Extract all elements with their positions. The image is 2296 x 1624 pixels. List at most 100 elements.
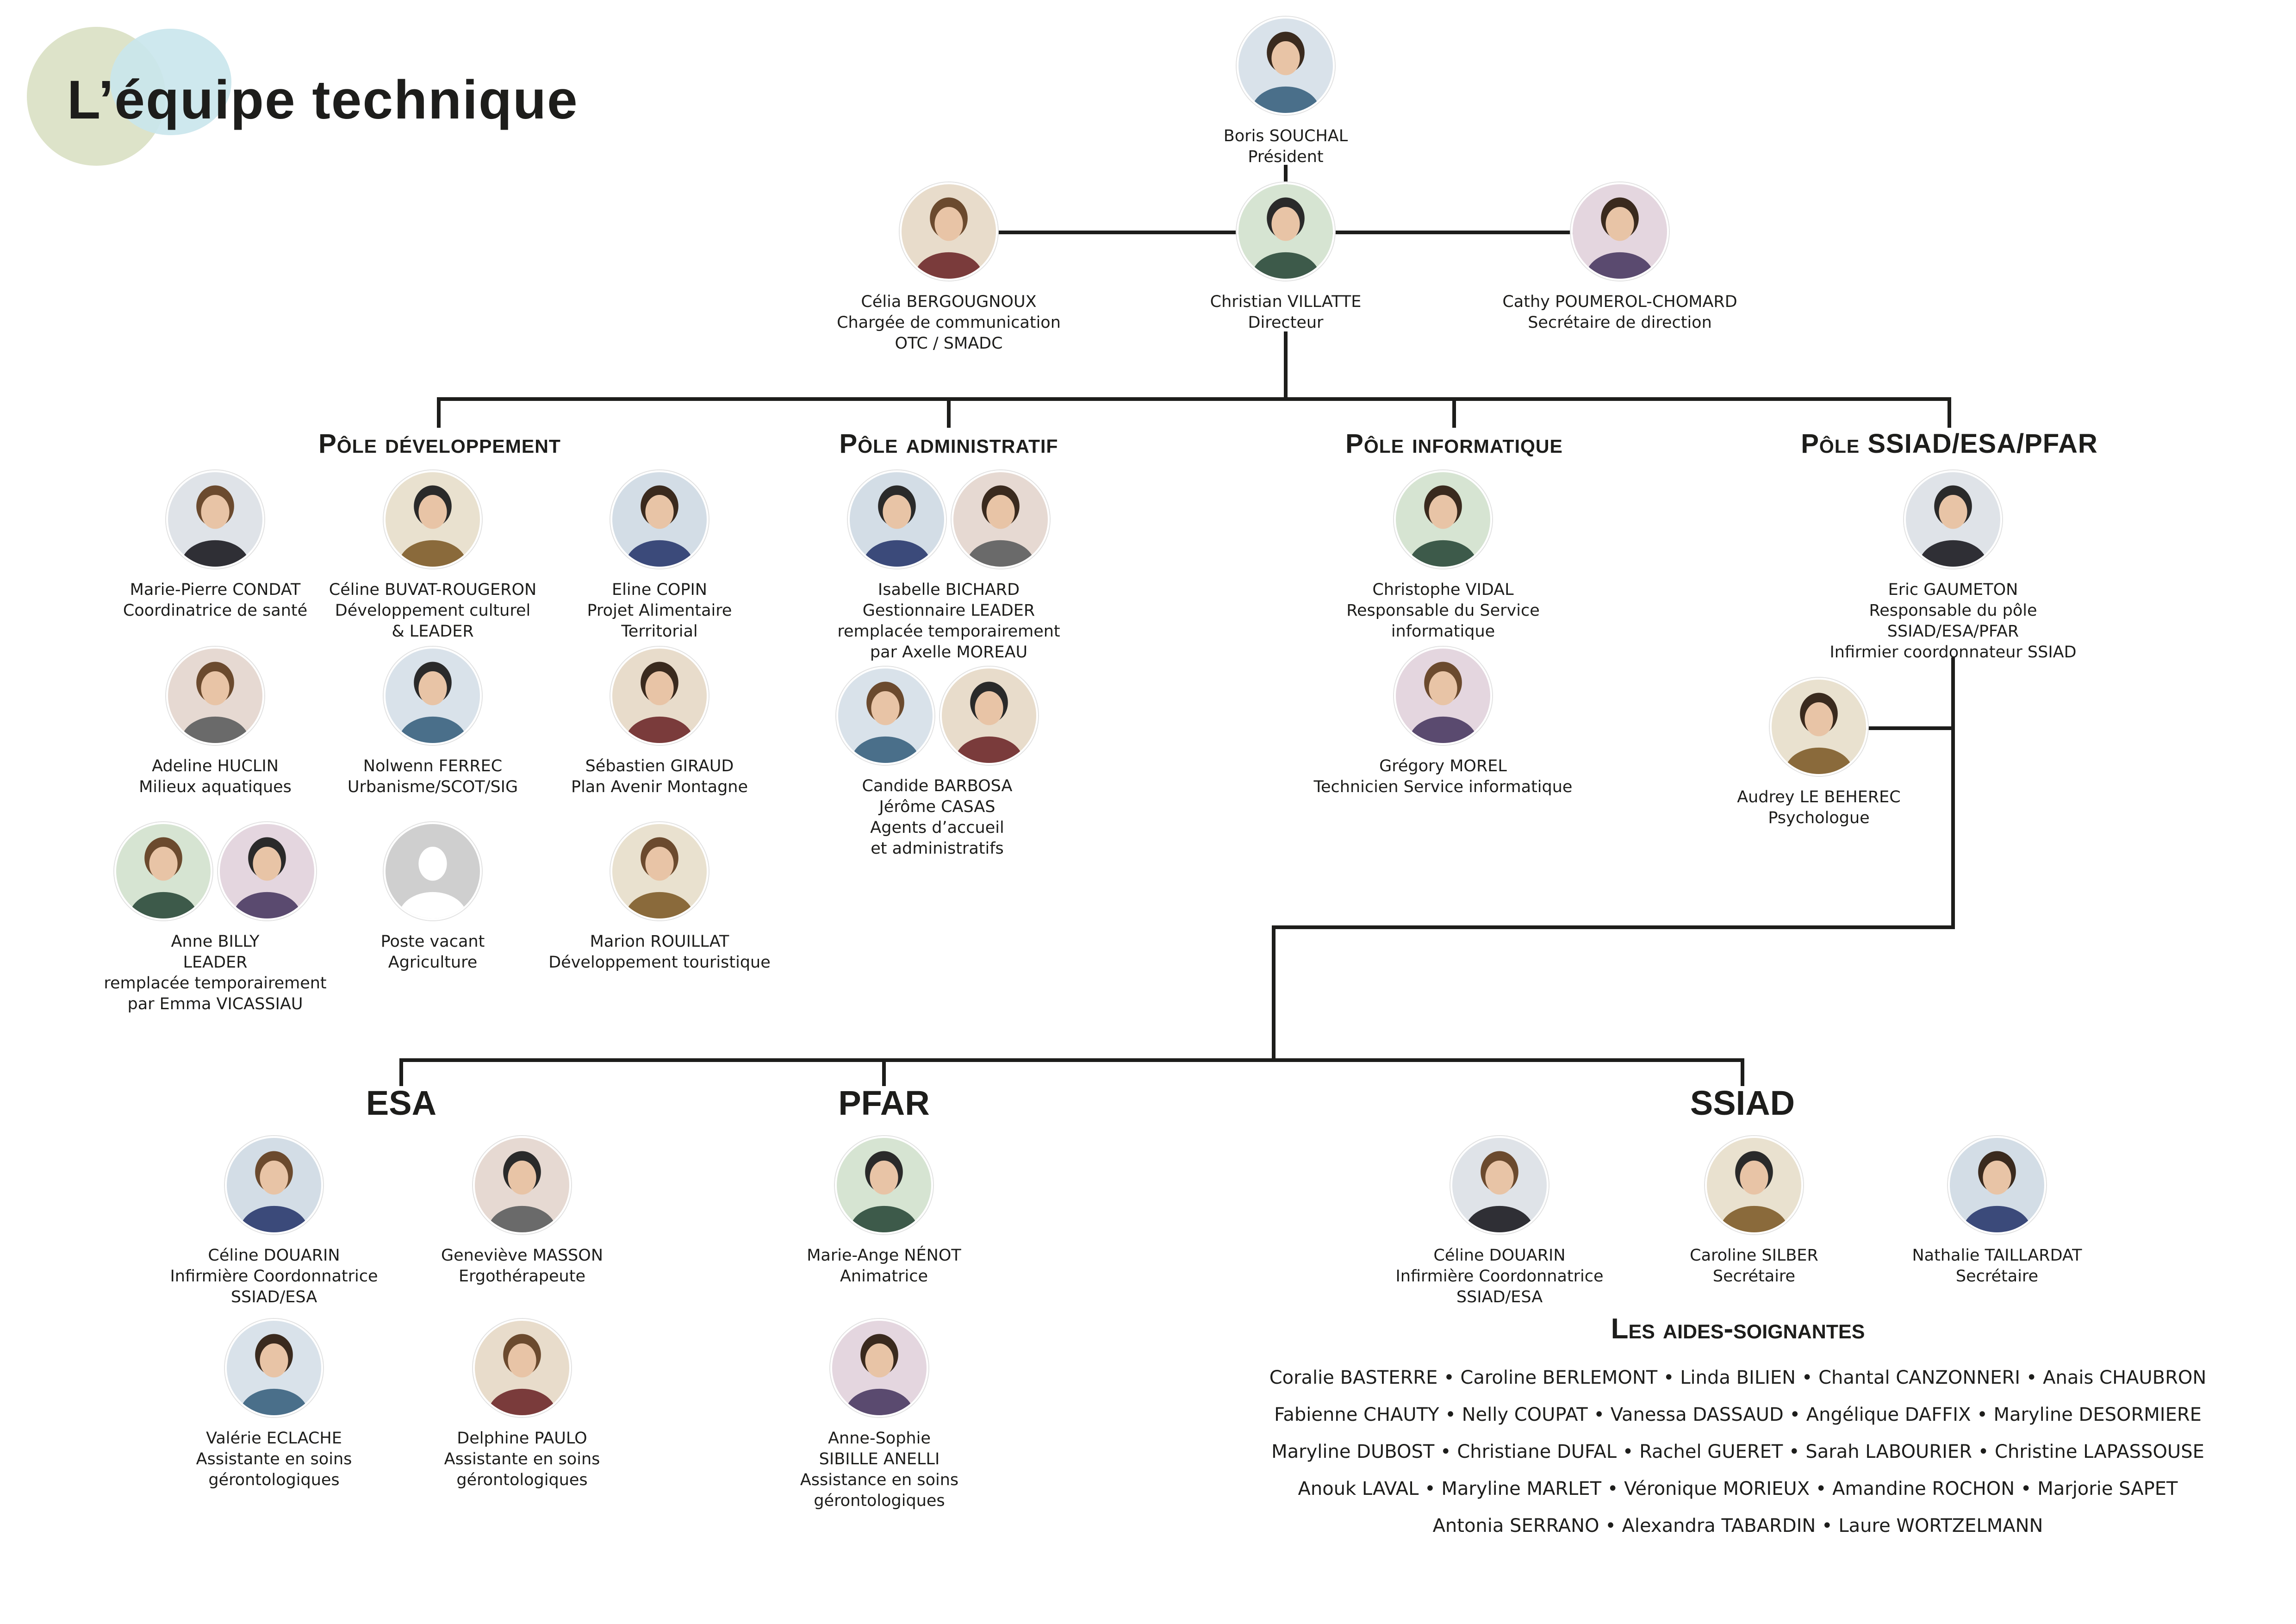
person-caption: Grégory MOREL Technicien Service informat… xyxy=(1230,756,1656,798)
person-photo xyxy=(836,667,934,765)
person-photo xyxy=(218,822,316,920)
portrait-figure xyxy=(612,472,707,567)
caption-line: Secrétaire xyxy=(1712,1267,1796,1286)
portrait-figure xyxy=(837,1138,931,1232)
caption-line: par Emma VICASSIAU xyxy=(127,995,303,1013)
caption-line: Psychologue xyxy=(1768,809,1870,827)
title-blob-blue xyxy=(110,29,231,135)
caption-line: Infirmier coordonnateur SSIAD xyxy=(1829,643,2077,662)
caption-line: Coordinatrice de santé xyxy=(123,601,308,620)
caption-line: Grégory MOREL xyxy=(1379,757,1507,775)
caption-line: & LEADER xyxy=(392,622,474,641)
caption-line: remplacée temporairement xyxy=(104,974,327,993)
portrait-figure xyxy=(227,1321,321,1415)
caption-line: Assistante en soins xyxy=(444,1450,600,1468)
caption-line: Céline DOUARIN xyxy=(1433,1246,1566,1265)
caption-line: Responsable du pôle xyxy=(1869,601,2037,620)
caption-line: Assistance en soins xyxy=(800,1471,959,1489)
caption-line: Directeur xyxy=(1248,313,1324,332)
portrait-figure xyxy=(386,824,480,918)
portrait-figure xyxy=(953,472,1048,567)
portrait-figure xyxy=(475,1321,569,1415)
caption-line: Nathalie TAILLARDAT xyxy=(1912,1246,2082,1265)
pole-title-ssiad: Pôle SSIAD/ESA/PFAR xyxy=(1801,429,2098,459)
person-photo xyxy=(940,667,1038,765)
caption-line: Boris SOUCHAL xyxy=(1223,127,1348,145)
person-photo xyxy=(384,470,482,568)
caption-line: remplacée temporairement xyxy=(837,622,1060,641)
portrait-figure xyxy=(386,472,480,567)
person-photo xyxy=(848,470,946,568)
caption-line: Plan Avenir Montagne xyxy=(571,778,748,796)
aides-soignantes-line: Maryline DUBOST • Christiane DUFAL • Rac… xyxy=(1271,1441,2204,1462)
person-photo xyxy=(1904,470,2002,568)
caption-line: LEADER xyxy=(183,953,248,972)
person-photo xyxy=(1237,182,1335,281)
person-caption: Marie-Pierre CONDAT Coordinatrice de sant… xyxy=(2,580,428,621)
portrait-figure xyxy=(1573,184,1667,279)
caption-line: Infirmière Coordonnatrice xyxy=(170,1267,378,1286)
caption-line: Céline DOUARIN xyxy=(208,1246,340,1265)
portrait-figure xyxy=(1396,649,1490,743)
pole-title-administratif: Pôle administratif xyxy=(839,429,1058,459)
person-caption: Nathalie TAILLARDAT Secrétaire xyxy=(1784,1245,2210,1287)
aides-soignantes-title: Les aides-soignantes xyxy=(1611,1313,1865,1345)
portrait-figure xyxy=(1772,680,1866,774)
section-title-esa: ESA xyxy=(366,1084,437,1122)
caption-line: Marie-Pierre CONDAT xyxy=(130,581,301,599)
person-photo xyxy=(610,647,709,745)
person-photo xyxy=(1237,17,1335,115)
caption-line: Cathy POUMEROL-CHOMARD xyxy=(1502,293,1737,311)
person-photo xyxy=(610,822,709,920)
caption-line: Technicien Service informatique xyxy=(1313,778,1573,796)
caption-line: Geneviève MASSON xyxy=(441,1246,604,1265)
caption-line: et administratifs xyxy=(871,839,1004,858)
portrait-figure xyxy=(220,824,314,918)
person-photo xyxy=(384,647,482,745)
caption-line: Développement culturel xyxy=(335,601,531,620)
portrait-figure xyxy=(838,668,933,763)
person-photo xyxy=(610,470,709,568)
portrait-figure xyxy=(1950,1138,2044,1232)
caption-line: Territorial xyxy=(621,622,698,641)
person-photo xyxy=(166,647,264,745)
caption-line: Eline COPIN xyxy=(611,581,707,599)
portrait-figure xyxy=(942,668,1036,763)
person-photo xyxy=(1571,182,1669,281)
pole-title-developpement: Pôle développement xyxy=(318,429,561,459)
caption-line: Milieux aquatiques xyxy=(139,778,292,796)
caption-line: SSIAD/ESA xyxy=(230,1288,317,1306)
caption-line: Isabelle BICHARD xyxy=(877,581,1020,599)
person-photo xyxy=(835,1136,933,1234)
person-photo xyxy=(1450,1136,1549,1234)
person-photo xyxy=(1948,1136,2046,1234)
person-photo xyxy=(225,1319,323,1417)
portrait-figure xyxy=(475,1138,569,1232)
portrait-figure xyxy=(850,472,944,567)
caption-line: Secrétaire xyxy=(1955,1267,2039,1286)
portrait-figure xyxy=(386,649,480,743)
person-photo xyxy=(166,470,264,568)
caption-line: SIBILLE ANELLI xyxy=(819,1450,940,1468)
portrait-figure xyxy=(1238,184,1333,279)
caption-line: Marion ROUILLAT xyxy=(590,932,729,951)
